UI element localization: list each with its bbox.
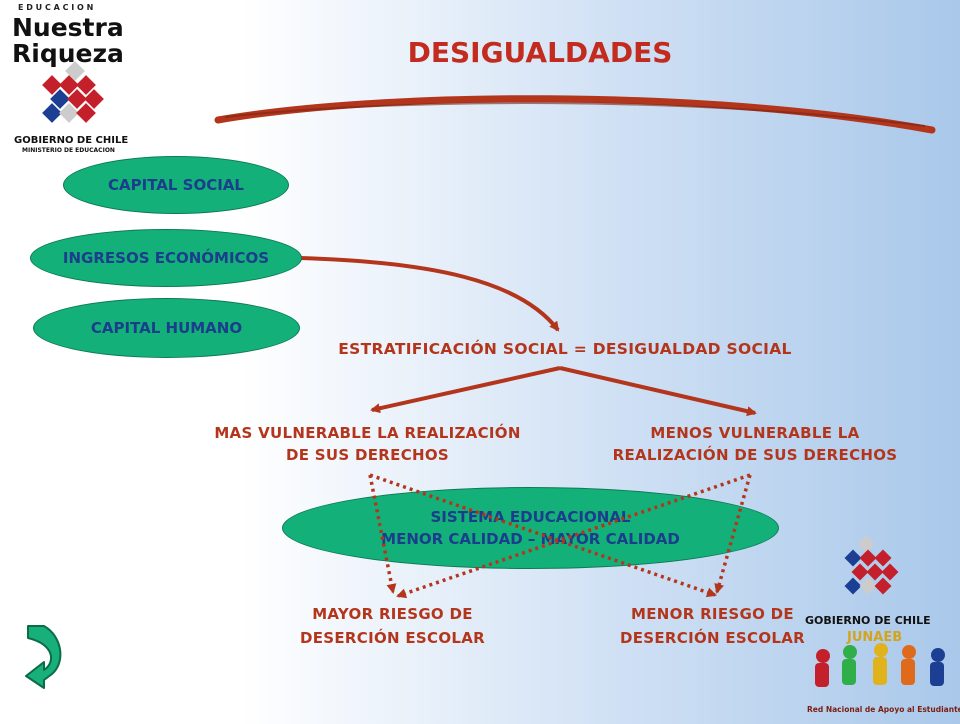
estratificacion-label: ESTRATIFICACIÓN SOCIAL = DESIGUALDAD SOC… [338, 340, 792, 358]
split-arrow-left [370, 366, 561, 414]
oval-sistema-educacional: SISTEMA EDUCACIONAL MENOR CALIDAD – MAYO… [282, 487, 779, 569]
svg-text:Nuestra: Nuestra [12, 13, 124, 42]
svg-text:GOBIERNO DE CHILE: GOBIERNO DE CHILE [805, 614, 931, 627]
sistema-label-line1: SISTEMA EDUCACIONAL [430, 508, 631, 526]
junaeb-emblem-icon [844, 535, 899, 595]
oval-ingresos-economicos: INGRESOS ECONÓMICOS [30, 229, 302, 287]
svg-text:MINISTERIO DE EDUCACION: MINISTERIO DE EDUCACION [22, 147, 115, 154]
ministerio-emblem-icon [42, 61, 104, 123]
capital-social-label: CAPITAL SOCIAL [108, 176, 244, 194]
ingresos-arrow [299, 256, 560, 332]
menos-vulnerable-label: MENOS VULNERABLE LA REALIZACIÓN DE SUS D… [612, 424, 898, 464]
page-title: DESIGUALDADES [407, 36, 673, 69]
oval-capital-humano: CAPITAL HUMANO [33, 298, 300, 358]
sistema-label-line2: MENOR CALIDAD – MAYOR CALIDAD [381, 530, 680, 548]
junaeb-logo: GOBIERNO DE CHILE JUNAEB Red Nacional de… [795, 530, 960, 720]
svg-text:GOBIERNO DE CHILE: GOBIERNO DE CHILE [14, 135, 128, 146]
educacion-nuestra-riqueza-logo: E D U C A C I O N Nuestra Riqueza GOBIER… [10, 0, 140, 155]
svg-text:JUNAEB: JUNAEB [846, 630, 902, 645]
capital-humano-label: CAPITAL HUMANO [90, 319, 243, 337]
svg-text:Riqueza: Riqueza [12, 39, 124, 68]
return-arrow-icon[interactable] [22, 622, 72, 694]
mas-vulnerable-label: MAS VULNERABLE LA REALIZACIÓN DE SUS DER… [214, 424, 521, 464]
mayor-riesgo-label: MAYOR RIESGO DE DESERCIÓN ESCOLAR [299, 605, 486, 647]
menor-riesgo-label: MENOR RIESGO DE DESERCIÓN ESCOLAR [619, 605, 806, 647]
children-figures-icon [815, 643, 945, 687]
svg-text:E D U C A C I O N: E D U C A C I O N [18, 3, 93, 12]
ingresos-label: INGRESOS ECONÓMICOS [62, 249, 270, 267]
oval-capital-social: CAPITAL SOCIAL [63, 156, 289, 214]
svg-text:Red Nacional de Apoyo al Estud: Red Nacional de Apoyo al Estudiante [807, 705, 960, 714]
split-arrow-right [559, 366, 757, 417]
